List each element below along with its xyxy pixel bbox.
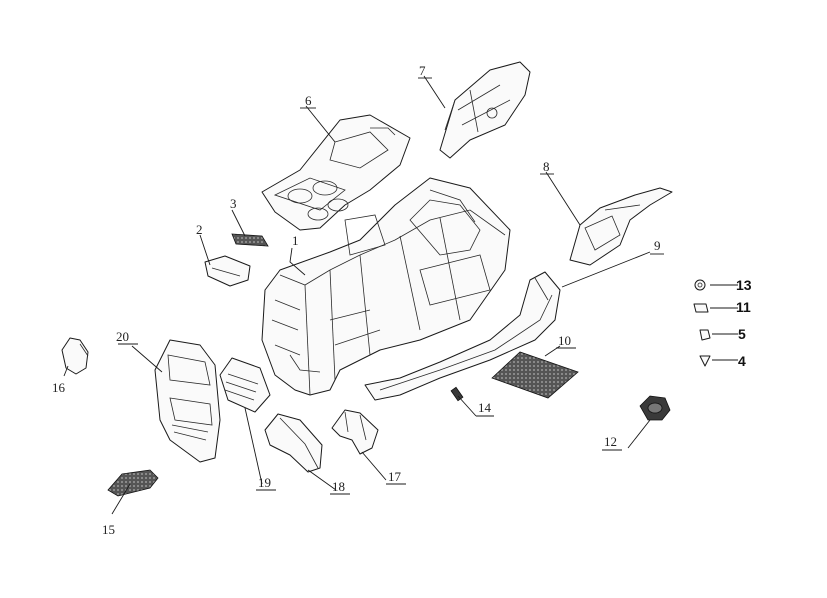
leader-20 [131, 345, 163, 373]
part-2-pad [204, 255, 251, 287]
part-18-duct [264, 413, 323, 473]
callout-10: 10 [558, 333, 571, 348]
callout-2: 2 [196, 222, 203, 237]
leader-7 [423, 75, 446, 109]
part-10-mat [491, 351, 579, 399]
part-14-clip [450, 386, 464, 402]
part-16-cover [61, 337, 89, 375]
part-11-fastener [693, 303, 709, 313]
callout-17: 17 [388, 469, 402, 484]
part-17-bracket [331, 409, 379, 455]
callout-15: 15 [102, 522, 115, 537]
callout-11: 11 [736, 299, 751, 315]
part-6-top-bezel [261, 114, 411, 231]
callout-13: 13 [736, 277, 752, 293]
part-7-side-panel [439, 61, 531, 159]
leader-lines [63, 75, 738, 515]
callout-8: 8 [543, 159, 550, 174]
leader-15 [111, 483, 131, 515]
part-12-knob [639, 395, 671, 421]
callout-18: 18 [332, 479, 345, 494]
part-4-fastener [699, 355, 711, 367]
part-5-fastener [699, 329, 711, 341]
callout-6: 6 [305, 93, 312, 108]
part-3-mat [231, 233, 269, 247]
callout-14: 14 [478, 400, 492, 415]
leader-2 [199, 234, 211, 266]
callout-3: 3 [230, 196, 237, 211]
part-19-vent [219, 357, 271, 413]
callout-4: 4 [738, 353, 746, 369]
callout-labels: 1 2 3 4 5 6 7 8 9 10 11 12 13 14 15 16 1… [52, 63, 752, 537]
leader-18 [307, 469, 337, 491]
callout-16: 16 [52, 380, 66, 395]
leader-17 [361, 451, 387, 481]
part-20-rear-panel [154, 339, 221, 463]
part-1-console-body [261, 177, 511, 396]
leader-8 [545, 171, 581, 226]
part-9-side-trim [364, 271, 561, 401]
callout-20: 20 [116, 329, 129, 344]
leader-16 [63, 365, 69, 377]
leader-3 [231, 209, 246, 237]
part-13-fastener [694, 279, 706, 291]
part-8-side-panel [569, 187, 673, 266]
callout-1: 1 [292, 233, 299, 248]
leader-6 [305, 105, 336, 143]
callout-12: 12 [604, 434, 617, 449]
callout-5: 5 [738, 326, 746, 342]
leader-1 [289, 247, 306, 276]
part-15-mat [107, 469, 159, 497]
callout-19: 19 [258, 475, 271, 490]
leader-12 [627, 419, 651, 449]
leader-19 [244, 407, 263, 485]
callout-7: 7 [419, 63, 426, 78]
callout-9: 9 [654, 238, 661, 253]
leader-14 [457, 395, 477, 417]
leader-9 [561, 251, 651, 288]
